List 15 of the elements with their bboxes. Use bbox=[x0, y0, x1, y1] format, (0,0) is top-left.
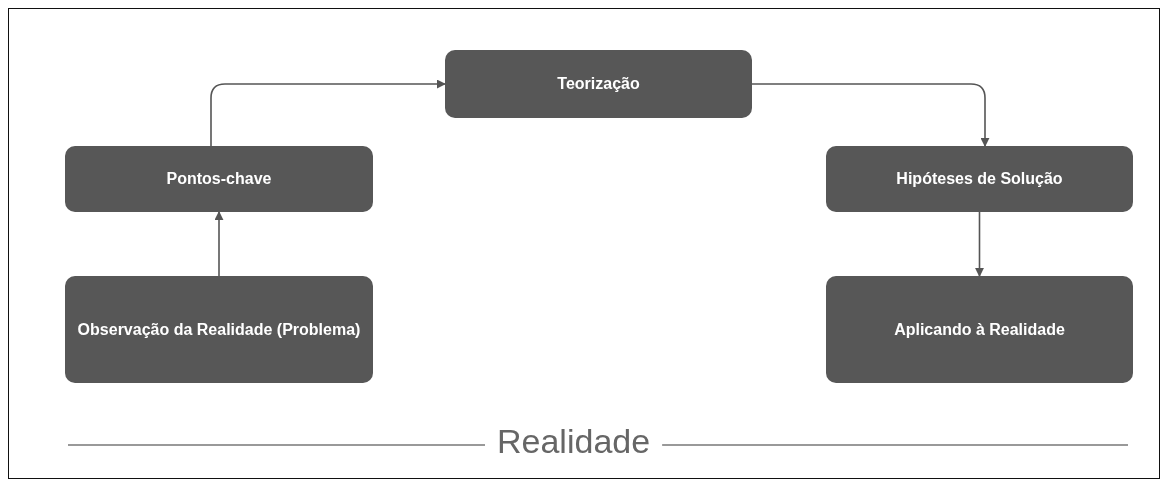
box-label: Hipóteses de Solução bbox=[896, 169, 1063, 190]
arrow bbox=[975, 211, 984, 277]
process-box bbox=[826, 276, 1133, 383]
process-box bbox=[445, 50, 752, 118]
arrow bbox=[210, 79, 446, 147]
box-label: Pontos-chave bbox=[166, 169, 272, 190]
process-box bbox=[826, 146, 1133, 212]
arrow bbox=[751, 83, 990, 147]
arrow bbox=[214, 211, 224, 277]
process-box bbox=[65, 276, 373, 383]
box-label: Aplicando à Realidade bbox=[894, 319, 1065, 340]
box-label: Teorização bbox=[557, 74, 640, 95]
box-label: Observação da Realidade (Problema) bbox=[77, 319, 361, 340]
process-box bbox=[65, 146, 373, 212]
section-label: Realidade bbox=[497, 422, 651, 461]
